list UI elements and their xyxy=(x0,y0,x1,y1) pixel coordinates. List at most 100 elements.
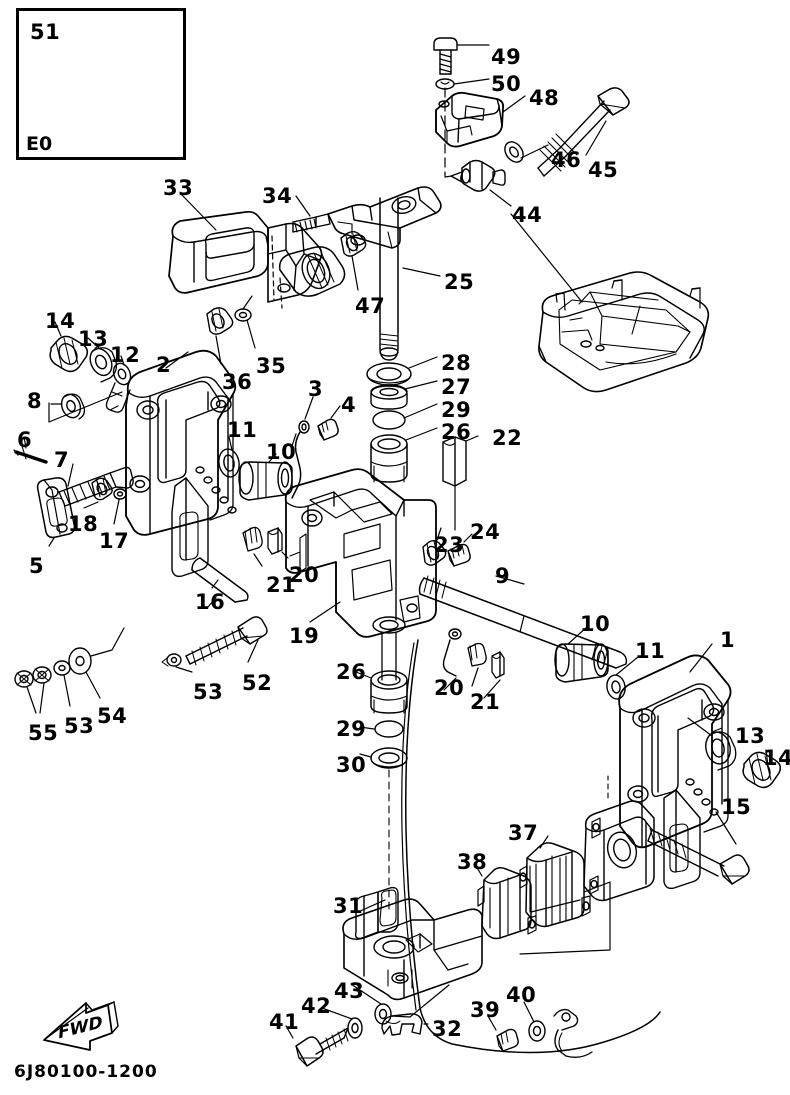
callout-number-10a: 10 xyxy=(266,440,297,464)
part-30-seal xyxy=(359,747,408,913)
part-35-washer xyxy=(234,295,256,349)
part-38-mount xyxy=(475,865,611,955)
callout-number-33: 33 xyxy=(163,176,194,200)
callout-number-54: 54 xyxy=(97,704,128,728)
callout-number-1: 1 xyxy=(720,628,736,652)
part-34-screw xyxy=(292,195,331,233)
part-36-nut xyxy=(206,307,234,365)
part-11a-bushing xyxy=(218,436,240,478)
ground-strap xyxy=(553,1008,593,1058)
part-23-nut xyxy=(422,527,447,566)
callout-number-12: 12 xyxy=(110,343,141,367)
part-25-shaft xyxy=(379,197,441,361)
part-11b-washer xyxy=(606,656,639,700)
part-14b-nut xyxy=(742,749,782,789)
callout-number-13b: 13 xyxy=(735,724,766,748)
callout-number-16: 16 xyxy=(195,590,226,614)
part-26b-bushing xyxy=(355,670,408,714)
callout-number-27: 27 xyxy=(441,375,472,399)
part-20a-clip xyxy=(267,527,289,559)
callout-number-52: 52 xyxy=(242,671,273,695)
callout-number-20a: 20 xyxy=(289,563,320,587)
callout-number-3: 3 xyxy=(308,377,324,401)
part-55-nuts xyxy=(14,666,52,714)
part-3-clip xyxy=(291,396,314,499)
callout-number-29a: 29 xyxy=(441,398,472,422)
part-39-screw xyxy=(487,1015,519,1052)
upper-swivel-arm xyxy=(327,186,442,249)
callout-number-34: 34 xyxy=(262,184,293,208)
part-53a-washer xyxy=(53,660,71,707)
part-48-bracket xyxy=(435,91,526,148)
part-22-key xyxy=(442,435,479,531)
part-16-pin xyxy=(191,557,249,609)
callout-number-6: 6 xyxy=(17,428,33,452)
callout-number-7: 7 xyxy=(54,448,70,472)
callout-number-37: 37 xyxy=(508,821,539,845)
part-46-washer xyxy=(504,141,549,163)
part-45-bolt xyxy=(537,87,630,177)
part-27-race xyxy=(370,380,438,410)
callout-number-53b: 53 xyxy=(193,680,224,704)
callout-number-24: 24 xyxy=(470,520,501,544)
callout-number-22: 22 xyxy=(492,426,523,450)
callout-number-38: 38 xyxy=(457,850,488,874)
part-7-spring xyxy=(58,463,134,507)
part-5-link-arm xyxy=(36,477,76,547)
part-13a-bushing xyxy=(87,337,118,383)
callout-number-14b: 14 xyxy=(763,746,790,770)
callout-number-5: 5 xyxy=(29,554,45,578)
part-29b-oring xyxy=(359,720,404,738)
part-28-bearing xyxy=(366,356,438,386)
callout-number-40: 40 xyxy=(506,983,537,1007)
part-26a-bushing xyxy=(370,427,438,483)
callout-number-31: 31 xyxy=(333,894,364,918)
callout-number-4: 4 xyxy=(341,393,357,417)
callout-number-9: 9 xyxy=(495,564,511,588)
callout-number-11b: 11 xyxy=(635,639,666,663)
part-44-joint xyxy=(444,159,512,207)
callout-number-43: 43 xyxy=(334,979,365,1003)
callout-number-11a: 11 xyxy=(227,418,258,442)
callout-number-47: 47 xyxy=(355,294,386,318)
callout-number-28: 28 xyxy=(441,351,472,375)
callout-number-26b: 26 xyxy=(336,660,367,684)
part-2-clamp-bracket xyxy=(125,349,237,578)
callout-number-44: 44 xyxy=(512,203,543,227)
callout-number-39: 39 xyxy=(470,998,501,1022)
part-29a-oring xyxy=(372,403,438,430)
callout-number-18: 18 xyxy=(68,512,99,536)
callout-number-21b: 21 xyxy=(470,690,501,714)
callout-number-51: 51 xyxy=(30,20,61,44)
callout-number-15: 15 xyxy=(721,795,752,819)
callout-number-20b: 20 xyxy=(434,676,465,700)
callout-number-36: 36 xyxy=(222,370,253,394)
callout-number-32: 32 xyxy=(432,1017,463,1041)
lower-cowling xyxy=(510,213,710,393)
part-8-washer xyxy=(48,391,123,423)
fwd-arrow-icon xyxy=(43,1001,119,1051)
callout-number-13a: 13 xyxy=(78,327,109,351)
callout-number-53a: 53 xyxy=(64,714,95,738)
part-37-mount xyxy=(519,835,591,928)
part-42-washer xyxy=(321,1007,363,1039)
part-49-bolt xyxy=(433,37,490,75)
lower-mount-housing xyxy=(583,775,655,902)
part-53b-washer xyxy=(161,653,193,673)
part-10b-collar xyxy=(554,625,609,683)
callout-number-2: 2 xyxy=(156,353,172,377)
callout-number-26a: 26 xyxy=(441,420,472,444)
callout-number-49: 49 xyxy=(491,45,522,69)
callout-number-55: 55 xyxy=(28,721,59,745)
part-6-pin xyxy=(13,436,48,464)
callout-number-35: 35 xyxy=(256,354,287,378)
part-17-washer xyxy=(113,488,127,525)
part-41-bolt xyxy=(285,1025,349,1067)
callout-number-45: 45 xyxy=(588,158,619,182)
part-33-tiller xyxy=(168,193,346,309)
part-54-washer xyxy=(68,627,125,699)
callout-number-42: 42 xyxy=(301,994,332,1018)
inset-tag-label: E0 xyxy=(26,133,53,155)
callout-number-25: 25 xyxy=(444,270,475,294)
